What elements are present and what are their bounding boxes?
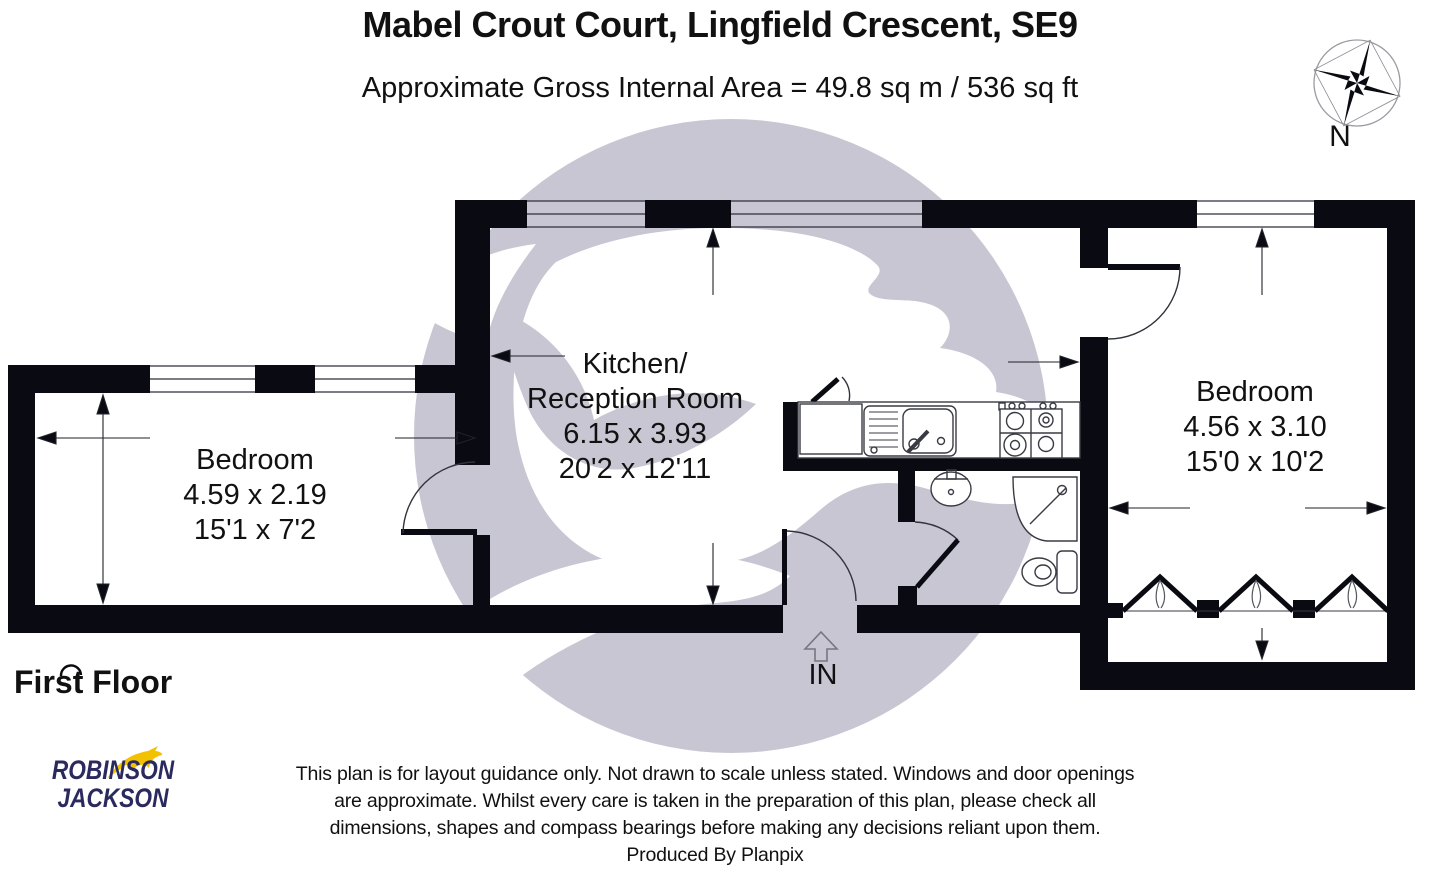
wall: [8, 365, 35, 633]
bird-icon: [107, 746, 163, 779]
disclaimer-line: dimensions, shapes and compass bearings …: [329, 817, 1101, 839]
wall: [8, 605, 783, 633]
wall: [922, 200, 1100, 228]
wall: [783, 457, 1080, 471]
room-name: Bedroom: [196, 444, 314, 476]
room-label-bedroom-left: Bedroom 4.59 x 2.19 15'1 x 7'2: [105, 443, 405, 548]
wall: [255, 365, 315, 393]
room-size-imperial: 15'0 x 10'2: [1185, 446, 1325, 478]
entrance-arrow-icon: [803, 630, 839, 662]
room-size-imperial: 20'2 x 12'11: [558, 453, 712, 485]
room-name: Reception Room: [527, 383, 743, 415]
page-title: Mabel Crout Court, Lingfield Crescent, S…: [362, 4, 1078, 45]
compass-rose-icon: [1313, 39, 1401, 127]
compass-north-label: N: [1329, 120, 1351, 153]
stove: [999, 408, 1063, 459]
room-label-kitchen: Kitchen/ Reception Room 6.15 x 3.93 20'2…: [485, 347, 785, 487]
window: [150, 200, 1314, 393]
cupboard-door-leaf: [810, 377, 840, 404]
door-leaf: [782, 529, 787, 605]
wall: [1080, 662, 1414, 690]
room-size-metric: 4.56 x 3.10: [1183, 411, 1327, 443]
wardrobe-post: [1197, 600, 1219, 618]
floor-label-arc: [59, 664, 83, 677]
agency-name-line1: ROBINSON: [51, 755, 175, 785]
door-leaf: [1108, 264, 1180, 270]
disclaimer-line: are approximate. Whilst every care is ta…: [334, 790, 1096, 812]
entrance-label: IN: [808, 659, 838, 691]
disclaimer-line: This plan is for layout guidance only. N…: [295, 763, 1135, 785]
wardrobe-post: [1293, 600, 1315, 618]
wall: [898, 586, 917, 607]
door-arc: [402, 266, 1181, 602]
toilet: [1021, 550, 1078, 594]
disclaimer-text: This plan is for layout guidance only. N…: [290, 761, 1140, 869]
room-name: Kitchen/: [582, 348, 688, 380]
wall: [857, 605, 1100, 633]
room-size-imperial: 15'1 x 7'2: [193, 514, 317, 546]
agency-name-line2: JACKSON: [57, 783, 169, 813]
wall: [1080, 200, 1197, 228]
room-label-bedroom-right: Bedroom 4.56 x 3.10 15'0 x 10'2: [1105, 375, 1405, 480]
agency-logo: ROBINSON JACKSON: [38, 746, 188, 813]
dimension-arrows: [36, 227, 1387, 661]
disclaimer-producer: Produced By Planpix: [626, 844, 804, 866]
wall: [455, 200, 490, 465]
wardrobe: [1121, 573, 1390, 613]
door-leaf: [401, 529, 477, 535]
wardrobe-post: [1388, 603, 1405, 618]
room-name: Bedroom: [1196, 376, 1314, 408]
washbasin: [930, 469, 972, 507]
wall: [645, 200, 731, 228]
room-size-metric: 4.59 x 2.19: [183, 479, 327, 511]
wall: [898, 457, 915, 522]
wardrobe-post: [1107, 603, 1123, 618]
bathroom-door-leaf: [915, 538, 960, 589]
shower: [1012, 476, 1078, 542]
wall: [473, 535, 490, 607]
room-size-metric: 6.15 x 3.93: [563, 418, 707, 450]
page-subtitle: Approximate Gross Internal Area = 49.8 s…: [361, 72, 1079, 104]
wall: [783, 402, 800, 463]
wall: [1080, 337, 1108, 690]
floor-label: First Floor: [14, 664, 173, 700]
